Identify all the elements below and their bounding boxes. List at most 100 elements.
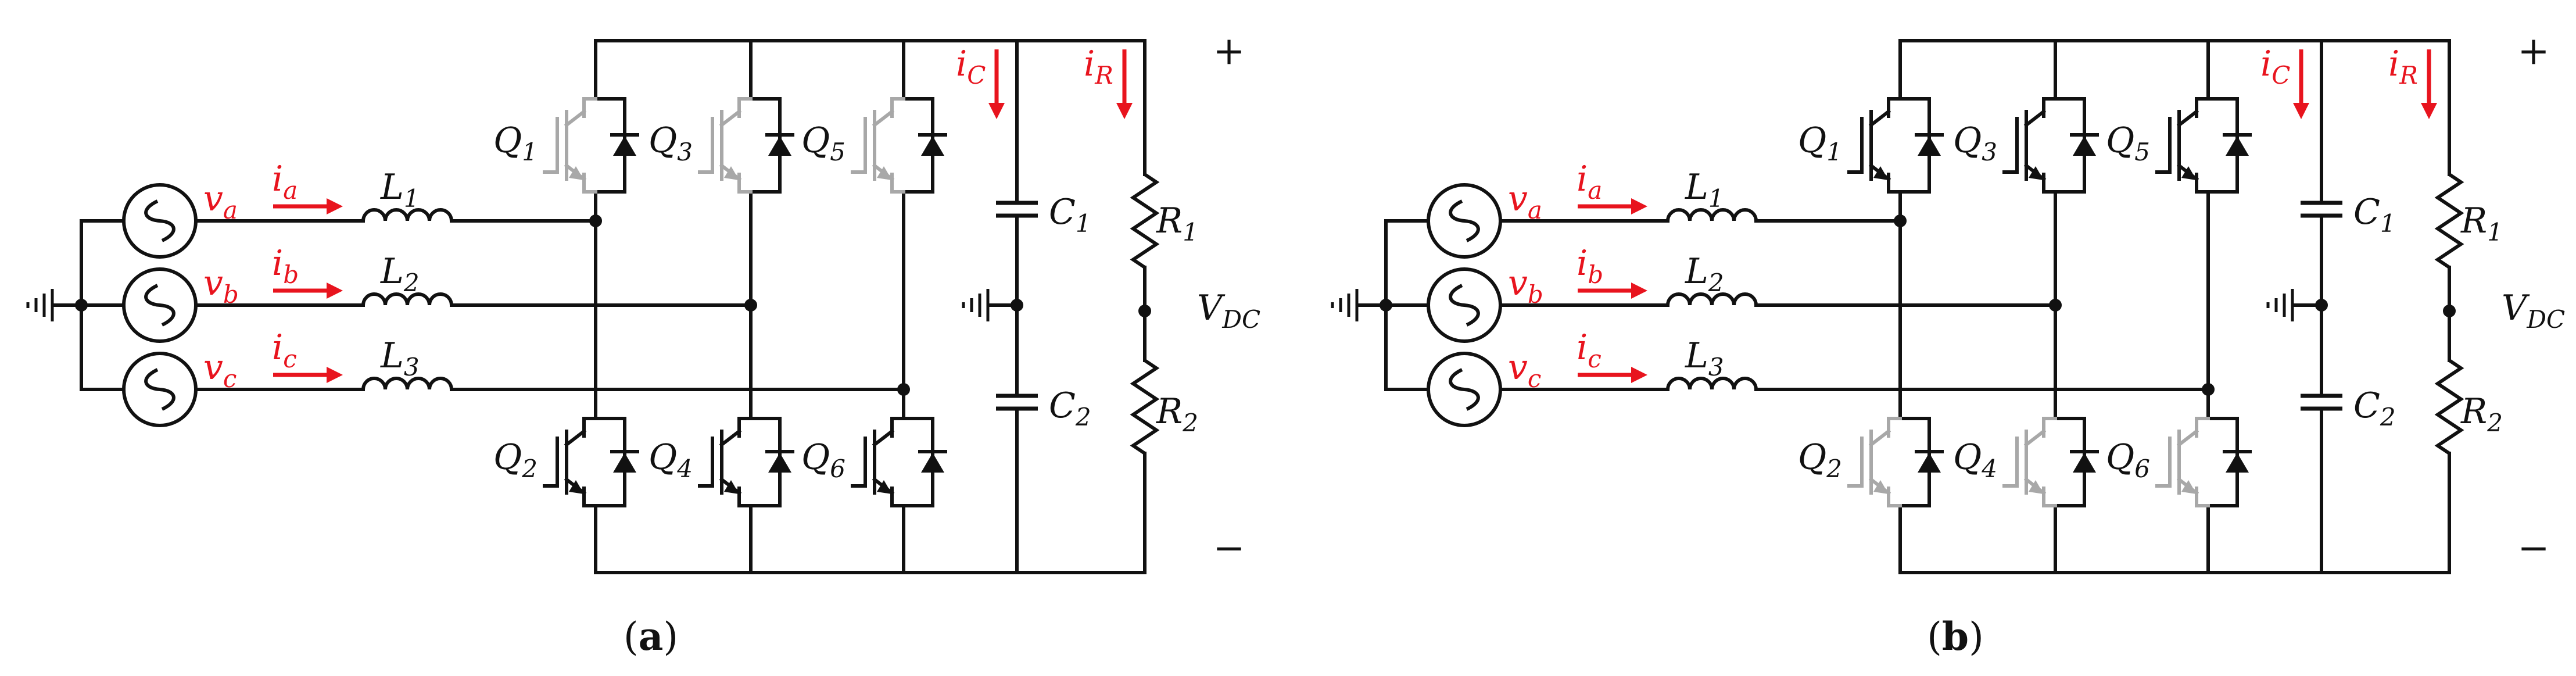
coil [1666,377,1758,390]
voltage-label: vb [203,263,239,309]
diode-icon [2073,453,2096,473]
caption-paren: ( [1927,614,1942,659]
resistor-label-main: R [1156,391,1183,432]
voltage-label-main: v [1508,347,1528,388]
switch-label-main: Q [801,437,830,478]
current-label-sub: a [1588,176,1602,205]
igbt-arrow [877,166,892,180]
voltage-label-sub: b [1528,280,1543,309]
igbt-arrow [569,480,584,494]
current-label-sub: c [283,345,297,373]
igbt-arrow [2029,166,2044,180]
caption-paren: ) [663,614,678,659]
current-arrow [273,367,343,383]
sine-icon [1449,368,1480,411]
current-arrow [1578,198,1647,214]
igbt-channel [2023,428,2047,448]
voltage-label-sub: c [1528,364,1542,393]
inductor-label-sub: 3 [404,353,420,381]
igbt-switch-icon: Q1 [1798,85,1944,205]
switch-label-sub: 5 [2134,138,2150,166]
switch-label: Q2 [493,437,538,483]
junction-dot [897,383,910,396]
arrow-head [2293,103,2309,119]
cap-current-label-main: i [956,44,967,84]
current-label-main: i [1577,159,1588,199]
current-label-sub: a [283,176,298,205]
current-arrow [273,198,343,214]
igbt-channel [2176,428,2199,448]
vdc-label: VDC [2502,288,2565,334]
capacitor-label: C1 [2353,192,2396,238]
switch-label-sub: 1 [522,138,538,166]
inductor-label-main: L [1685,167,1708,208]
inductor-label-main: L [1685,335,1708,376]
caption-letter: a [639,614,664,659]
res-current-label-main: i [1084,44,1095,84]
inductor-label: L2 [1685,251,1724,297]
junction-dot [2049,299,2062,312]
resistor-label-sub: 2 [2487,409,2503,437]
switch-label-main: Q [493,120,522,161]
minus-sign: − [1213,525,1245,570]
inductor-label-main: L [1685,251,1708,292]
res-current-label: iR [2388,44,2418,90]
voltage-label: vc [1508,347,1541,393]
arrow-head [1631,282,1647,299]
diode-icon [613,136,636,156]
cap-current-label: iC [2260,44,2290,90]
capacitor-label-sub: 1 [2380,209,2396,238]
inductor-icon [1666,208,1758,221]
capacitor-icon [996,201,1038,218]
diode-icon [2226,136,2249,156]
current-label: ic [272,327,297,373]
cap-current-arrow [2293,49,2309,119]
diode-icon [2226,453,2249,473]
ac-source-icon [1427,183,1502,259]
switch-label: Q5 [801,120,845,166]
capacitor-icon [2301,394,2342,411]
igbt-switch-icon: Q4 [1953,405,2099,519]
capacitor-icon [2301,201,2342,218]
voltage-label-sub: c [223,364,237,393]
capacitor-label-main: C [1049,192,1076,233]
inductor-label-sub: 1 [1708,184,1724,213]
ground-icon [2266,289,2321,321]
resistor-label-main: R [2460,201,2487,241]
arrow-head [327,198,343,214]
igbt-channel [564,428,587,448]
switch-label: Q4 [649,437,693,483]
capacitor-label: C2 [2353,385,2396,431]
ac-source-icon [1427,352,1502,427]
voltage-label-main: v [1508,178,1528,219]
voltage-label: va [203,178,238,224]
switch-label: Q1 [493,120,538,166]
cap-current-label: iC [956,44,986,90]
resistor-label: R1 [1156,201,1198,246]
switch-label-sub: 2 [521,455,538,483]
igbt-channel [872,428,895,448]
arrow-head [1116,103,1133,119]
diode-icon [2073,136,2096,156]
inductor-label-sub: 1 [404,184,420,213]
inductor-label-main: L [380,167,404,208]
igbt-channel [872,109,895,128]
inductor-label-main: L [380,251,404,292]
switch-label-main: Q [649,120,677,161]
current-label-main: i [272,159,283,199]
inductor-label: L1 [380,167,420,213]
arrow-head [327,282,343,299]
res-current-arrow [2421,49,2437,119]
coil [1666,208,1758,221]
igbt-arrow [1873,166,1889,180]
switch-label-sub: 6 [2134,455,2150,483]
ground-icon [1331,289,1386,321]
switch-label-sub: 6 [830,455,845,483]
capacitor-label-main: C [2353,385,2380,426]
inductor-label: L3 [380,335,420,381]
inductor-icon [361,208,453,221]
diode-icon [1918,453,1941,473]
igbt-switch-icon: Q3 [1953,85,2099,205]
junction-dot [744,299,757,312]
